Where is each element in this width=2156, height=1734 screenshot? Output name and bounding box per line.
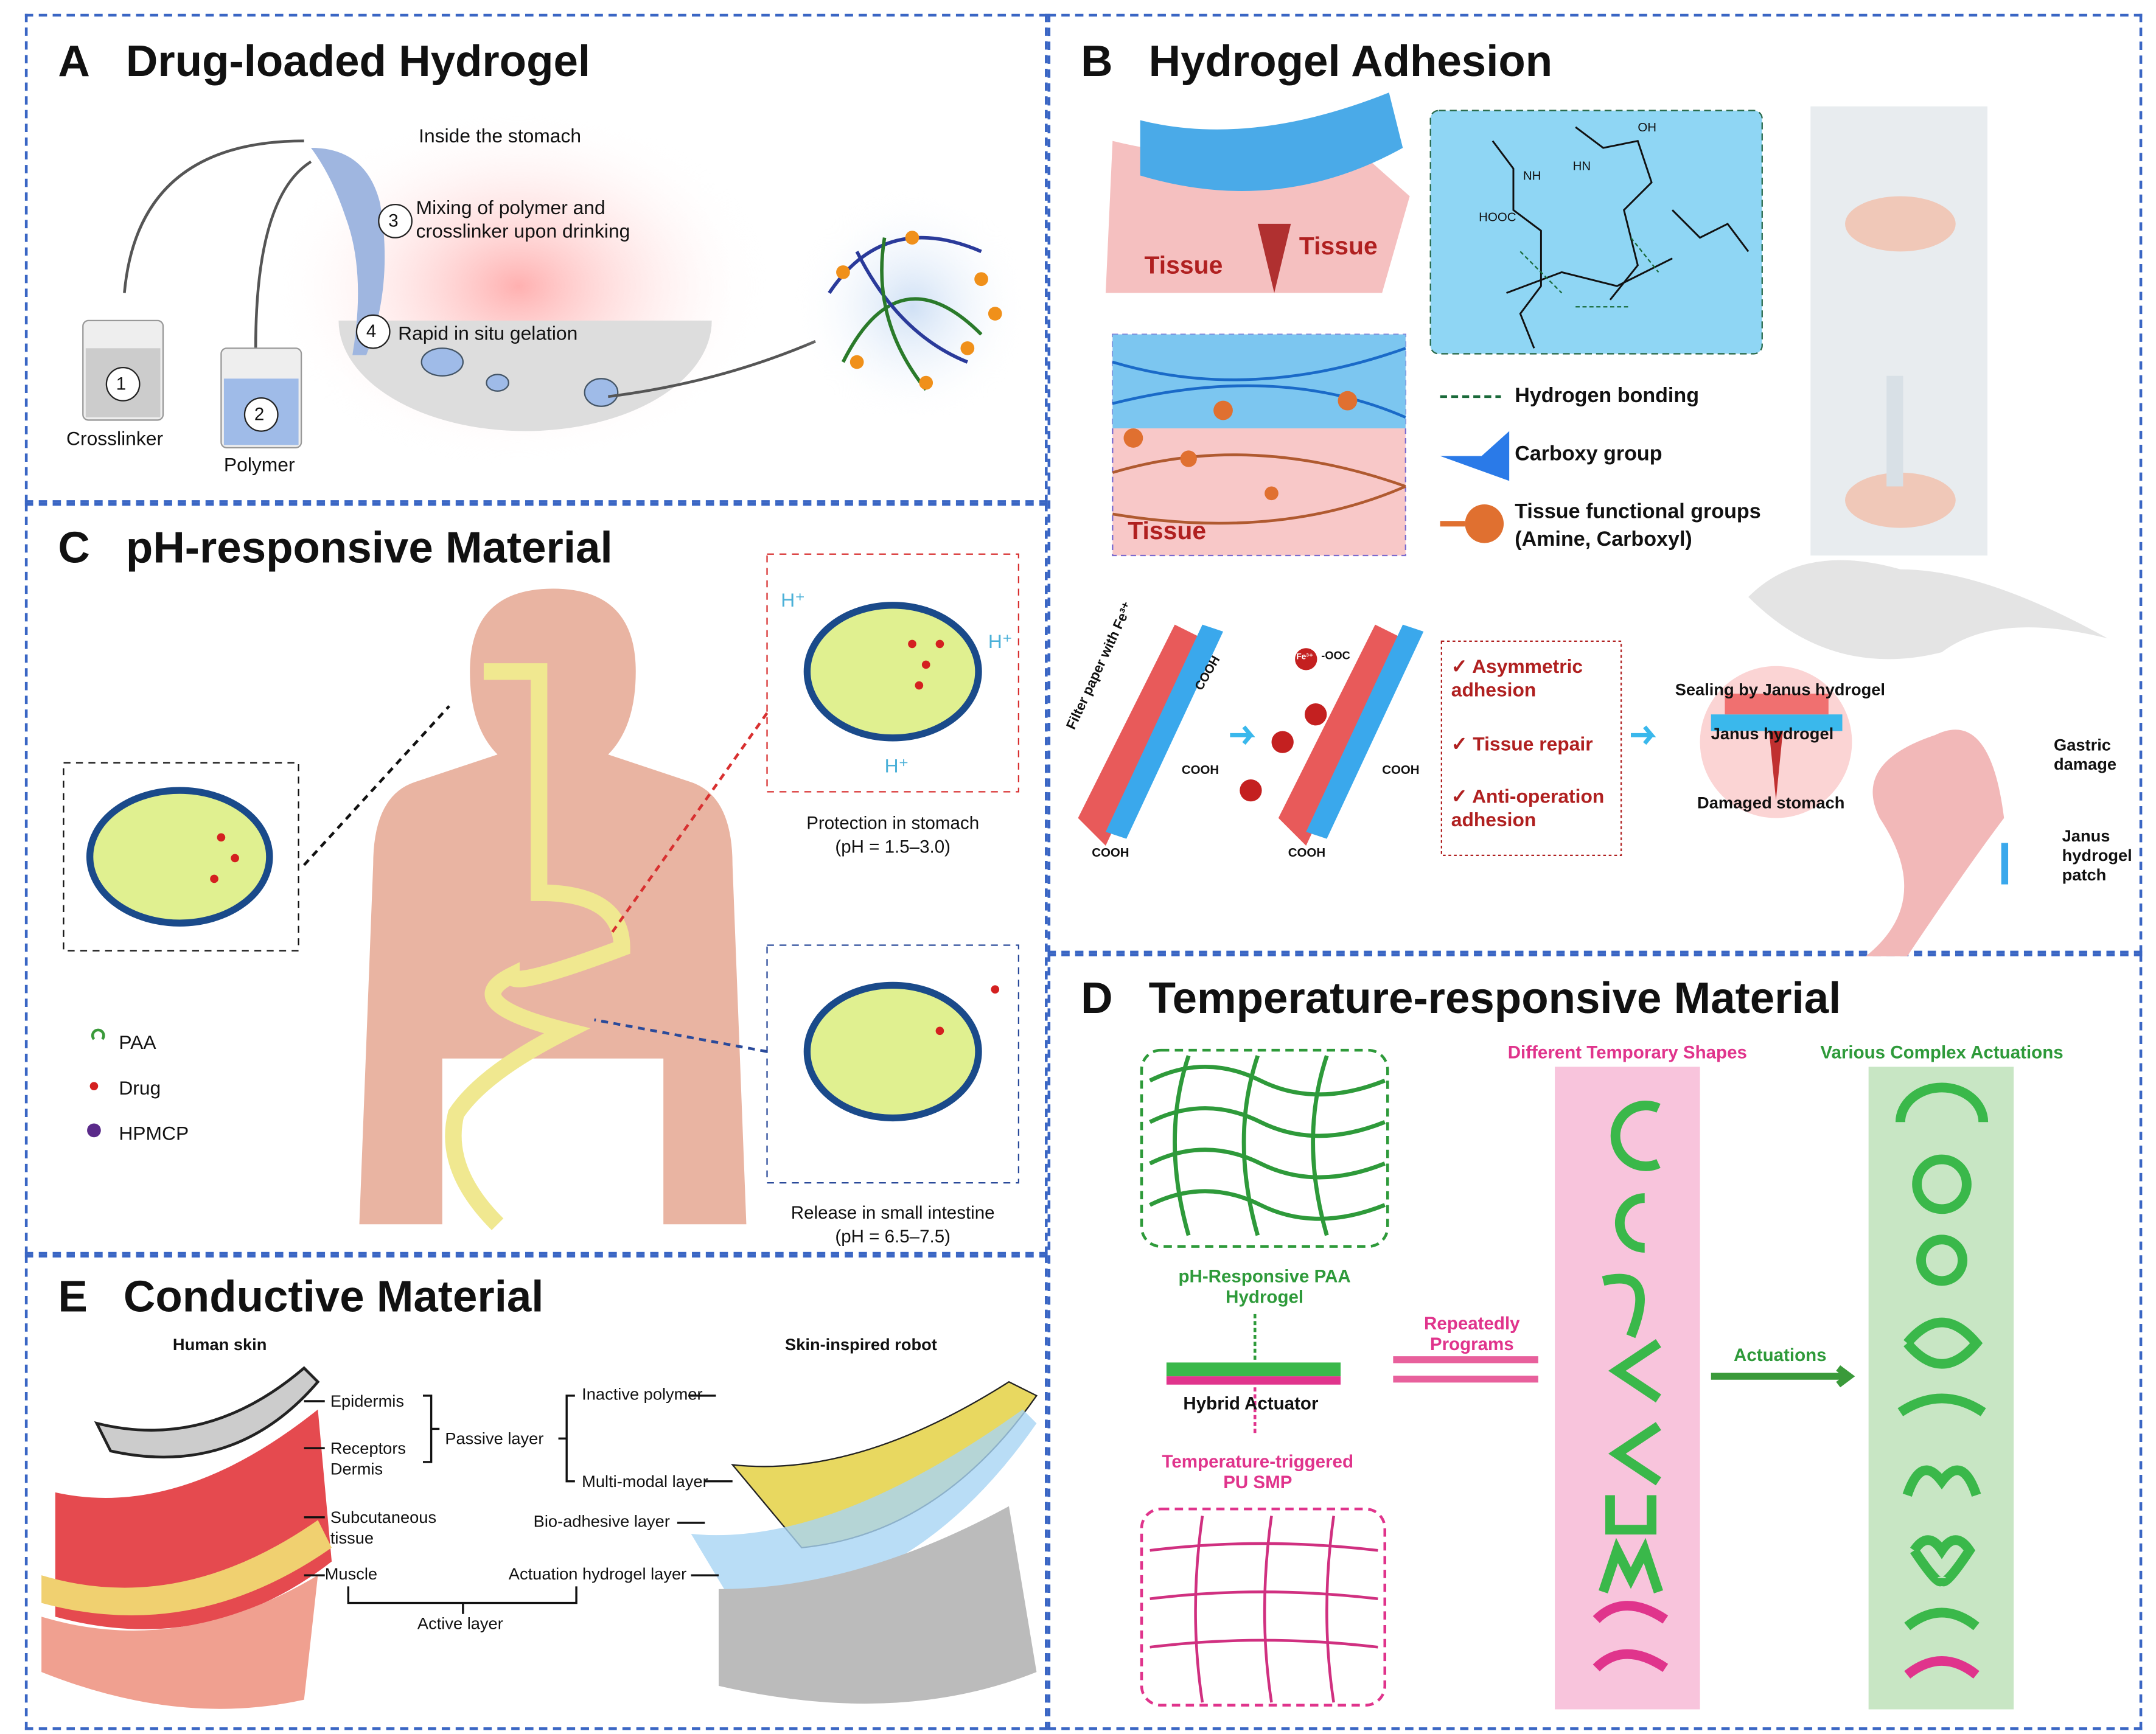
stomach: [1866, 729, 2004, 956]
gelation-illustration: [82, 106, 1030, 466]
human-body: [359, 588, 747, 1225]
benefit-item: ✓ Tissue repair: [1451, 732, 1593, 755]
paa-icon: [91, 1028, 105, 1040]
muscle-layer: [41, 1575, 318, 1709]
skin-illustration: [41, 1366, 1038, 1709]
stomach-bowl: [338, 320, 712, 431]
epidermis-layer: [94, 1366, 320, 1459]
ph-illustration: [63, 553, 1020, 1230]
program-arrows: [1393, 1356, 1538, 1383]
capsule: [86, 787, 273, 927]
benefits-box: [1440, 640, 1622, 857]
filter-paper: [1078, 624, 1202, 846]
mouse: [1748, 560, 2108, 660]
arrow: [123, 139, 304, 293]
hpmcp-icon: [87, 1123, 101, 1138]
adhesion-illustration: [1078, 92, 2108, 956]
polymer-network: [794, 189, 1030, 425]
actuation-layer: [719, 1506, 1037, 1704]
benefit-item: ✓ Anti-operation adhesion: [1451, 785, 1605, 830]
tissue-group-icon: [1465, 504, 1504, 543]
actuations-strip: [1868, 1067, 2014, 1710]
carboxy-group-icon: [1440, 431, 1510, 481]
benefit-item: ✓ Asymmetric adhesion: [1451, 655, 1583, 701]
hybrid-actuator: [1166, 1362, 1341, 1377]
temperature-illustration: [1140, 1048, 2014, 1710]
actuations-arrow: [1711, 1365, 1855, 1388]
hydrogel-sheet: [1140, 92, 1403, 191]
drug-icon: [89, 1082, 99, 1090]
